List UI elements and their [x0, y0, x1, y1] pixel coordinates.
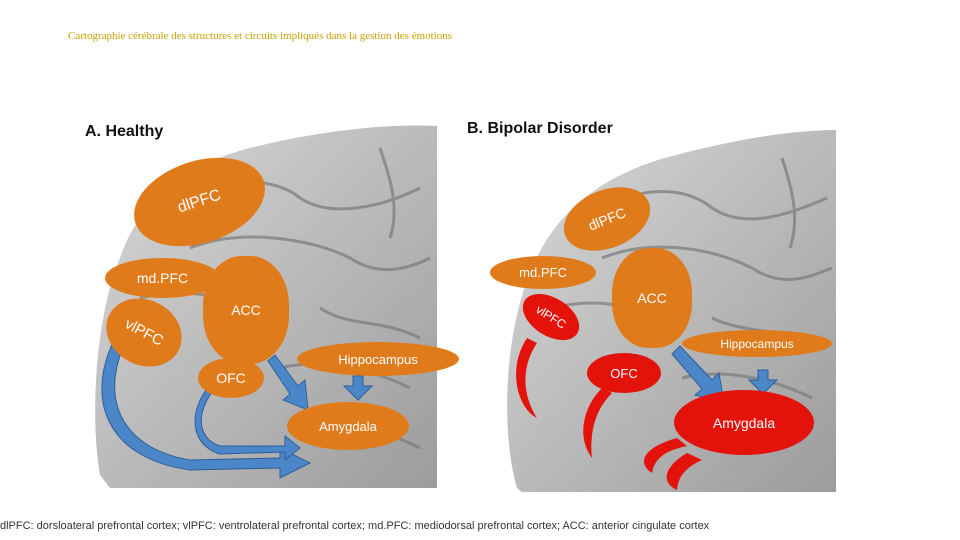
vlpfc-amygdala-arrow	[101, 337, 312, 479]
vlpfc-red-tail	[516, 338, 537, 418]
region-hippocampus: Hippocampus	[297, 342, 459, 376]
altered-pathways	[516, 338, 702, 490]
arrows	[101, 337, 374, 479]
region-mdpfc: md.PFC	[490, 256, 596, 289]
region-acc: ACC	[612, 248, 692, 348]
ofc-amygdala-arrow	[194, 379, 301, 462]
region-amygdala: Amygdala	[674, 390, 814, 455]
hippocampus-amygdala-arrow	[747, 369, 779, 395]
region-ofc: OFC	[198, 358, 264, 398]
region-acc: ACC	[203, 256, 289, 364]
panel-healthy: A. Healthy dlPFC md.PFC vlPFC ACC OFC Hi…	[80, 118, 459, 488]
region-amygdala: Amygdala	[287, 402, 409, 450]
slide-title: Cartographie cérébrale des structures et…	[68, 30, 452, 42]
panel-bipolar: B. Bipolar Disorder dlPFC md.PFC vlPFC A…	[462, 118, 836, 492]
panel-heading: A. Healthy	[85, 123, 164, 140]
amygdala-red-tail-2	[666, 453, 702, 490]
hippocampus-amygdala-arrow	[342, 375, 374, 401]
ofc-red-tail	[583, 388, 612, 458]
region-hippocampus: Hippocampus	[682, 330, 832, 357]
amygdala-red-tail-1	[644, 438, 687, 473]
acc-amygdala-arrow	[267, 354, 309, 411]
abbreviations-caption: dlPFC: dorsloateral prefrontal cortex; v…	[0, 520, 710, 532]
panel-heading: B. Bipolar Disorder	[467, 120, 613, 137]
region-mdpfc: md.PFC	[105, 258, 220, 298]
region-ofc: OFC	[587, 353, 661, 393]
